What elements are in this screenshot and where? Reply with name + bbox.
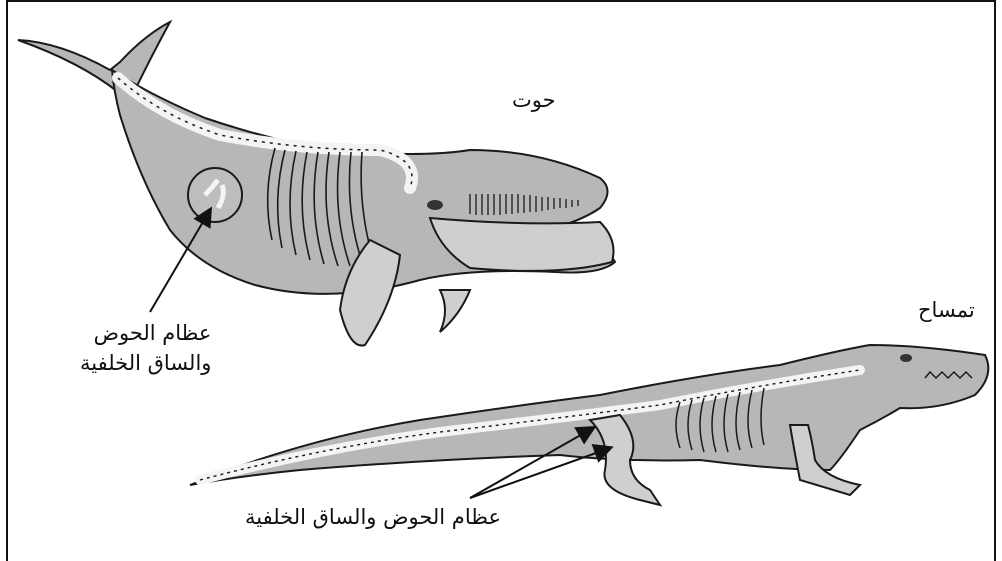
whale-pelvis-label: عظام الحوض والساق الخلفية xyxy=(80,318,211,378)
crocodile-pelvis-label: عظام الحوض والساق الخلفية xyxy=(245,505,501,529)
whale-eye xyxy=(427,200,443,210)
whale-pelvis-label-line1: عظام الحوض xyxy=(80,318,211,348)
whale-label: حوت xyxy=(512,88,556,112)
whale-tail-fluke xyxy=(18,22,170,92)
whale-pelvis-label-line2: والساق الخلفية xyxy=(80,348,211,378)
crocodile-label: تمساح xyxy=(918,298,975,322)
whale-illustration xyxy=(18,22,615,346)
crocodile-illustration xyxy=(190,345,988,505)
whale-belly-fin xyxy=(440,290,470,332)
crocodile-eye xyxy=(900,354,912,362)
whale-pelvis-circle xyxy=(188,168,242,222)
